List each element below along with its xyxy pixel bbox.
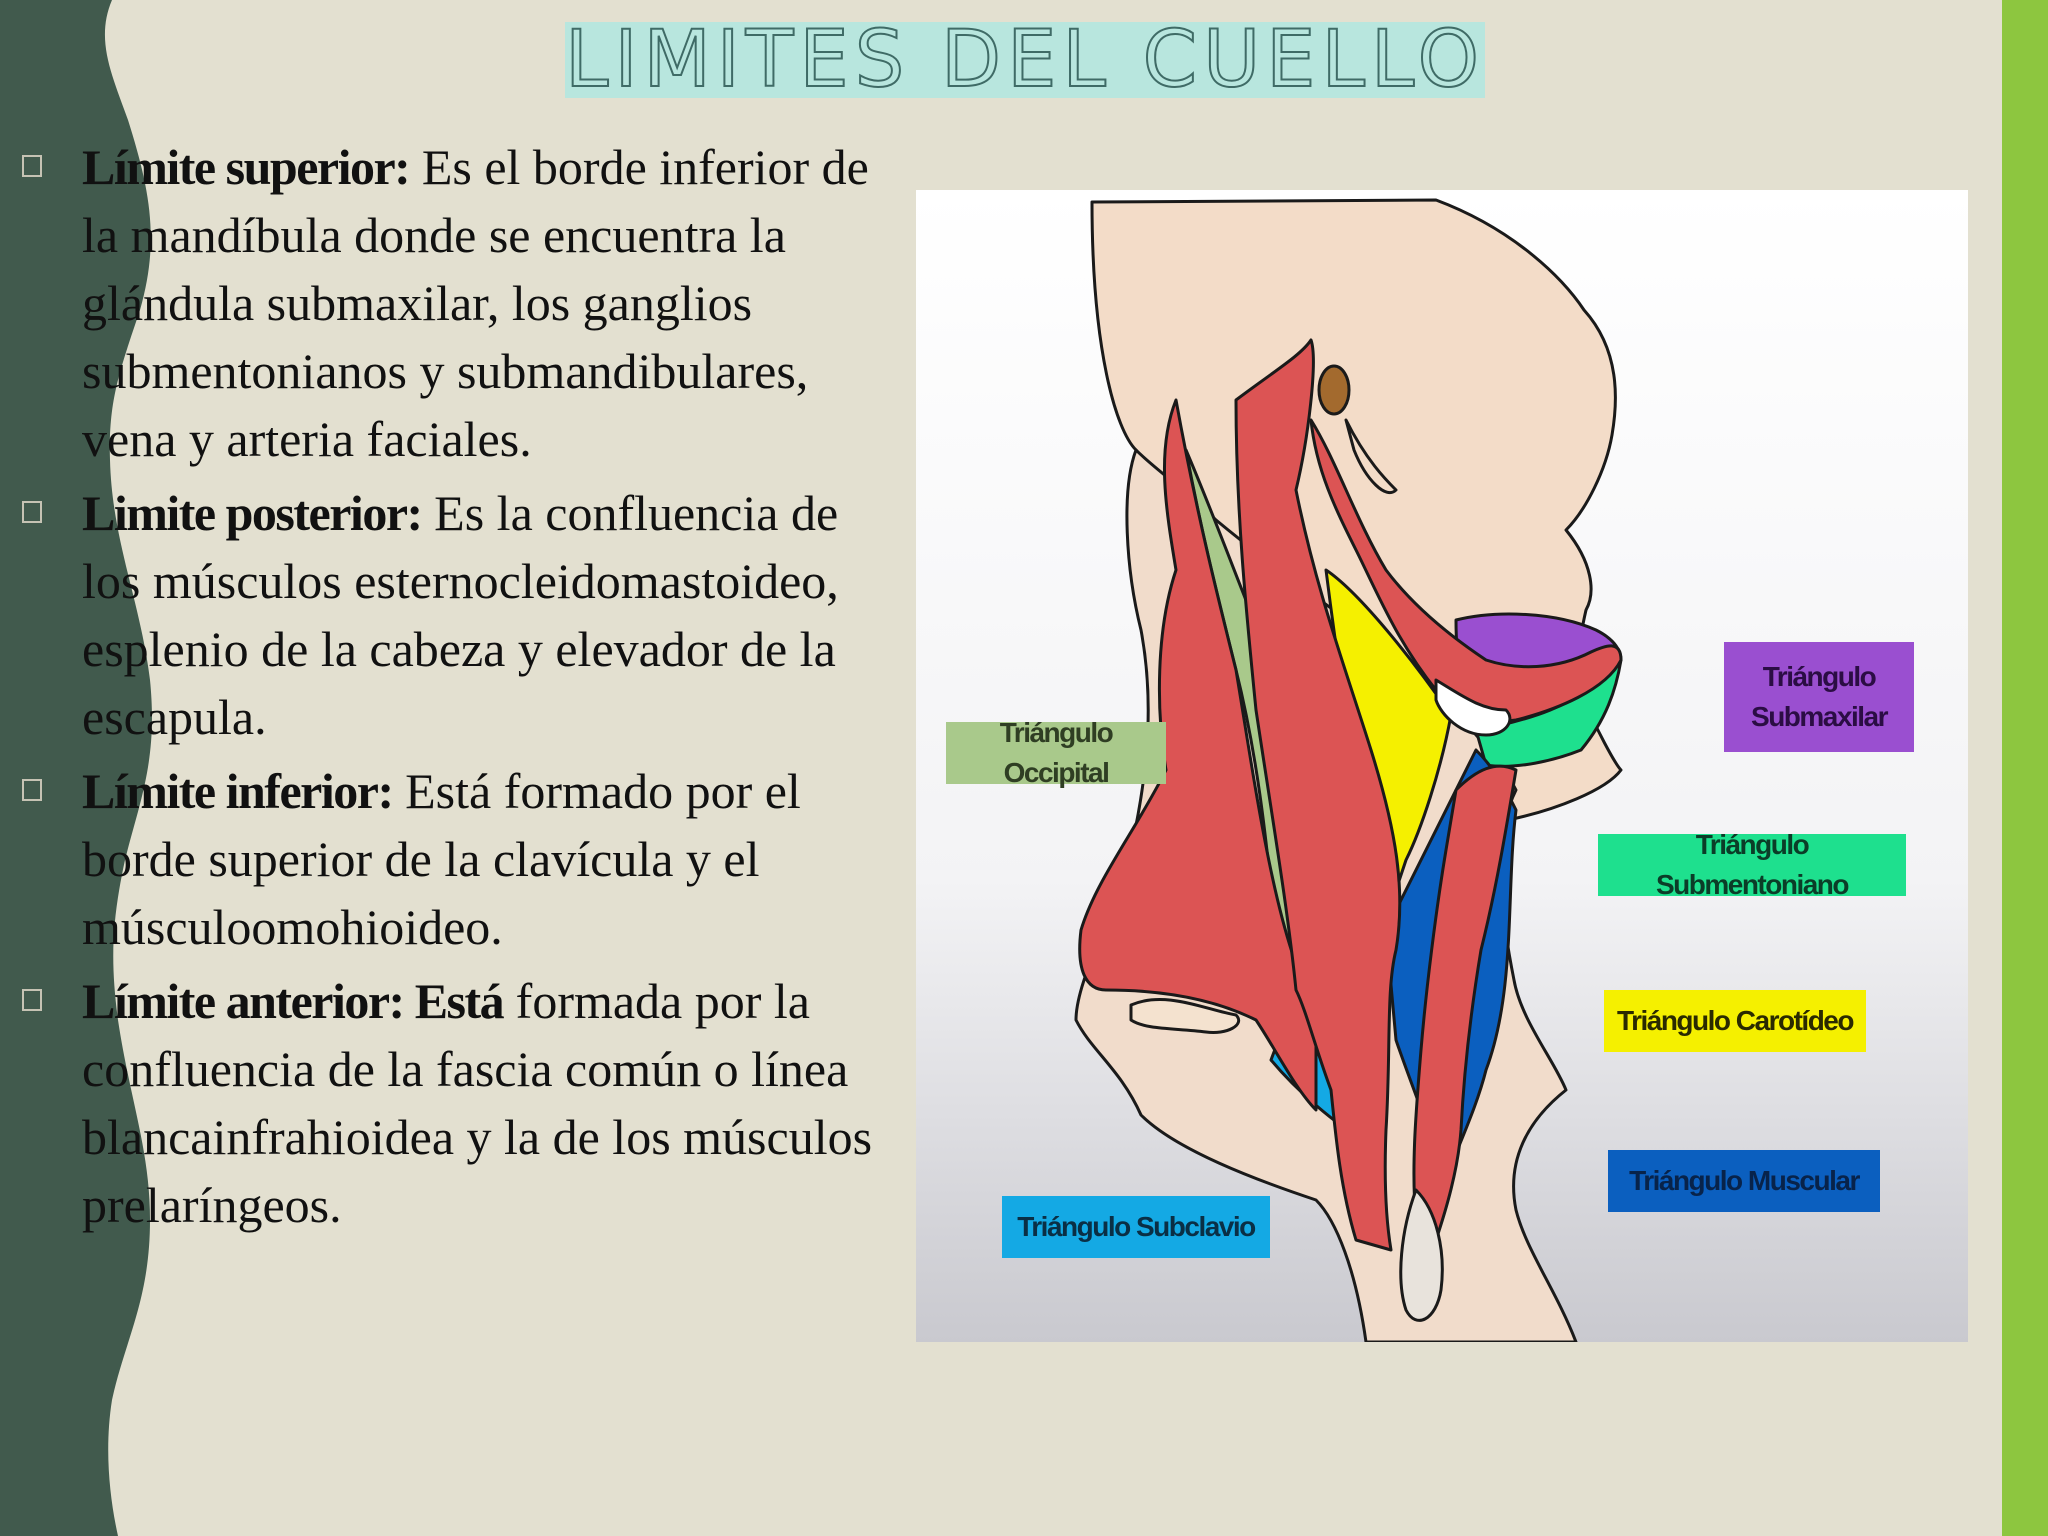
infrahyoid-muscle — [1412, 764, 1518, 1242]
label-text-line-2: Submaxilar — [1751, 701, 1888, 732]
omohyoid-muscle — [1309, 418, 1623, 723]
larynx — [1399, 1188, 1444, 1322]
label-subclavio-triangle: Triángulo Subclavio — [1002, 1196, 1270, 1258]
bullet-box-icon — [22, 989, 42, 1011]
bullet-box-icon — [22, 155, 42, 177]
mastoid-process — [1317, 364, 1351, 416]
page-title: LIMITES DEL CUELLO — [564, 15, 1485, 105]
limit-text: Está formado por el borde superior de la… — [82, 763, 801, 955]
label-carotid-triangle: Triángulo Carotídeo — [1604, 990, 1866, 1052]
trapezius-muscle — [1078, 398, 1318, 1112]
label-text: Triángulo Occipital — [999, 717, 1114, 788]
limit-superior: Límite superior: Es el borde inferior de… — [22, 133, 902, 473]
bullet-box-icon — [22, 501, 42, 523]
limit-lead: Está — [414, 973, 505, 1029]
label-text: Triángulo Muscular — [1629, 1165, 1860, 1196]
limit-inferior: Límite inferior: Está formado por el bor… — [22, 757, 902, 961]
label-submentoniano-triangle: Triángulo Submentoniano — [1598, 829, 1906, 900]
label-occipital-triangle: Triángulo Occipital — [946, 717, 1166, 788]
limit-text: formada por la confluencia de la fascia … — [82, 973, 873, 1233]
limit-term: Límite anterior: — [82, 973, 415, 1029]
label-text-line-1: Triángulo — [1762, 661, 1877, 692]
limit-term: Límite superior: — [82, 139, 411, 195]
limit-term: Límite inferior: — [82, 763, 394, 819]
bullet-box-icon — [22, 779, 42, 801]
limits-list: Límite superior: Es el borde inferior de… — [22, 133, 902, 1245]
label-text: Triángulo Carotídeo — [1617, 1005, 1854, 1036]
hyoid-bone — [1434, 678, 1512, 737]
styloid-process — [1344, 418, 1398, 494]
label-muscular-triangle: Triángulo Muscular — [1608, 1150, 1880, 1212]
right-accent-band — [2002, 0, 2048, 1536]
label-text: Triángulo Subclavio — [1017, 1211, 1256, 1242]
neck-triangles-figure: Triángulo Occipital Triángulo Submaxilar… — [916, 190, 1968, 1342]
limit-anterior: Límite anterior: Está formada por la con… — [22, 967, 902, 1239]
limit-text: Es la confluencia de los músculos estern… — [82, 485, 839, 745]
limit-term: Limite posterior: — [82, 485, 423, 541]
clavicle-bone — [1129, 998, 1240, 1035]
neck-anatomy-illustration — [916, 190, 1968, 1342]
limit-text: Es el borde inferior de la mandíbula don… — [82, 139, 869, 467]
label-submaxilar-triangle: Triángulo Submaxilar — [1724, 642, 1914, 752]
left-wave-decoration — [0, 0, 152, 1536]
label-text: Triángulo Submentoniano — [1655, 829, 1850, 900]
limit-posterior: Limite posterior: Es la confluencia de l… — [22, 479, 902, 751]
sternocleidomastoid-muscle — [1234, 338, 1402, 1252]
